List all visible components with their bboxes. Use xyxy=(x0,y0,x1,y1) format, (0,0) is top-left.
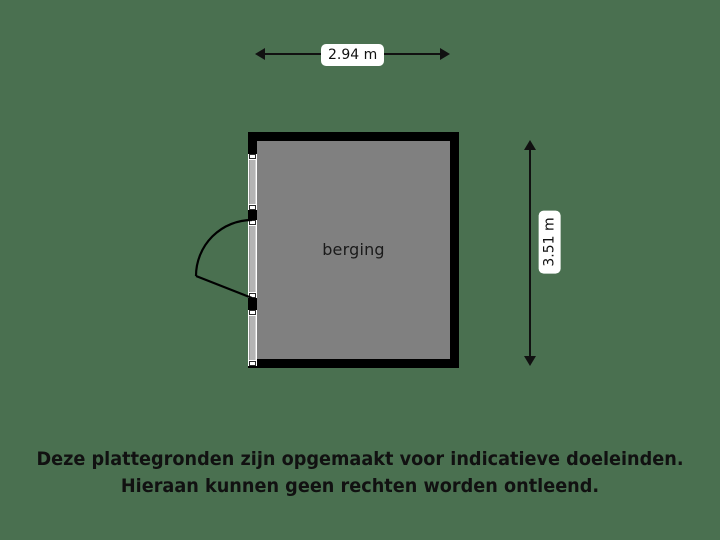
door-cap-top xyxy=(249,220,256,225)
room-berging: berging xyxy=(194,132,459,368)
window-cap-top xyxy=(249,154,256,159)
window-cap-bottom xyxy=(249,205,256,210)
window-glass xyxy=(249,160,256,204)
height-dimension-label: 3.51 m xyxy=(538,210,561,274)
door-left xyxy=(248,220,257,298)
door-leaf xyxy=(249,226,256,292)
window-cap-bottom xyxy=(249,361,256,366)
window-top xyxy=(248,154,257,210)
door-cap-bottom xyxy=(249,293,256,298)
room-floor-fill xyxy=(257,141,450,359)
disclaimer-line-1: Deze plattegronden zijn opgemaakt voor i… xyxy=(36,448,684,470)
arrow-head-left-icon xyxy=(255,48,265,60)
window-glass xyxy=(249,316,256,360)
disclaimer-line-2: Hieraan kunnen geen rechten worden ontle… xyxy=(120,474,600,497)
arrow-head-top-icon xyxy=(524,140,536,150)
width-dimension-label: 2.94 m xyxy=(321,44,385,66)
height-dimension-arrow xyxy=(522,140,538,366)
arrow-head-bottom-icon xyxy=(524,356,536,366)
room-label: berging xyxy=(322,240,385,259)
arrow-head-right-icon xyxy=(440,48,450,60)
window-bottom xyxy=(248,310,257,366)
dimension-line xyxy=(529,146,531,360)
disclaimer-text: Deze plattegronden zijn opgemaakt voor i… xyxy=(25,446,695,500)
window-cap-top xyxy=(249,310,256,315)
